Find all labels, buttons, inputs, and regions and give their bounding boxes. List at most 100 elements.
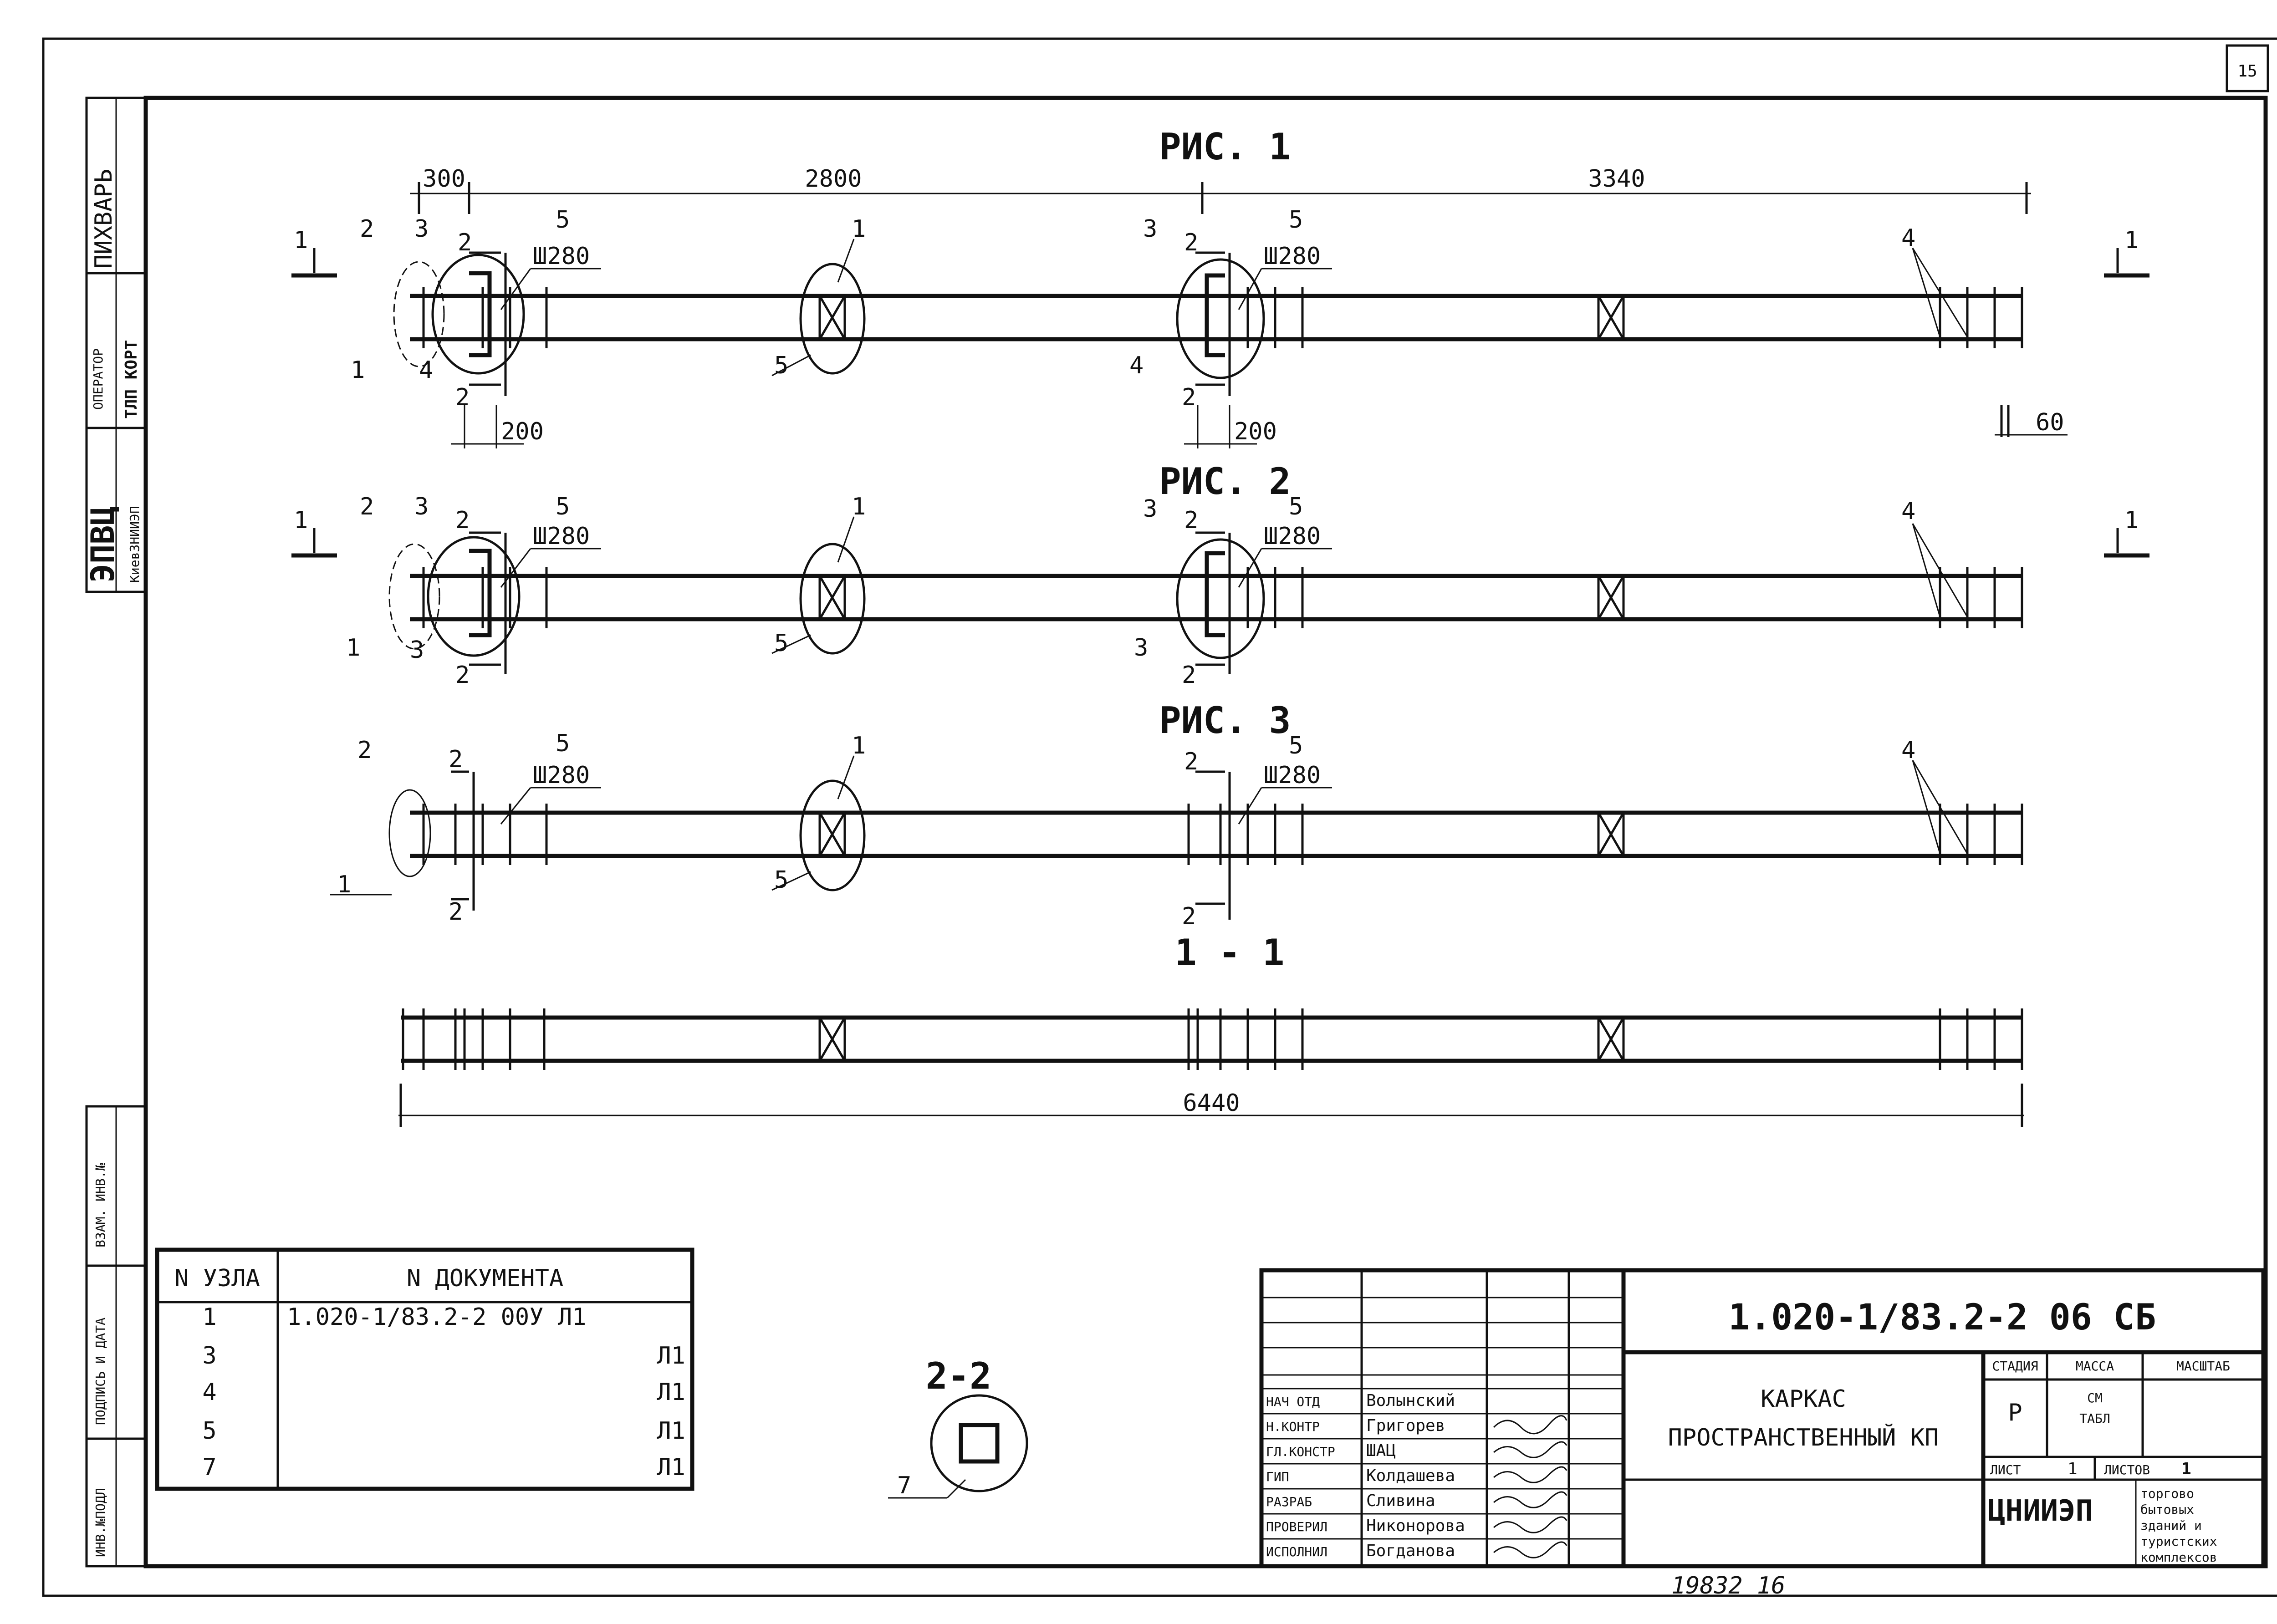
callout-5-mid-f2: 5 xyxy=(774,630,788,657)
nodes-table: N УЗЛА N ДОКУМЕНТА 1 1.020-1/83.2-2 00У … xyxy=(155,1247,694,1491)
sec2b-top-1: 2 xyxy=(1184,229,1198,256)
nodes-row-4-doc: Л1 xyxy=(657,1417,685,1445)
archive-label: ПИХВАРЬ xyxy=(90,169,117,269)
sec2b-bot-2: 2 xyxy=(1182,662,1196,689)
sec-arrow-left-1: 1 xyxy=(294,227,308,254)
fig3-title: РИС. 3 xyxy=(1159,699,1291,742)
inv-podl-label: ИНВ.№ПОДЛ xyxy=(93,1488,108,1557)
sig-role-7: ИСПОЛНИЛ xyxy=(1266,1544,1327,1559)
callout-4-end-f3: 4 xyxy=(1901,737,1915,764)
sec-arrow-right-2: 1 xyxy=(2124,507,2139,534)
callout-3-bot-f2: 3 xyxy=(410,636,424,664)
podpis-data-label: ПОДПИСЬ И ДАТА xyxy=(93,1318,108,1425)
callout-sh280-left: Ш280 xyxy=(533,243,590,270)
operator-name: ТЛП КОРТ xyxy=(122,340,141,419)
stage-value: Р xyxy=(2008,1399,2022,1426)
callout-1-left-f3: 1 xyxy=(337,871,351,898)
dim-2800: 2800 xyxy=(805,165,862,193)
callout-sh280-right-f2: Ш280 xyxy=(1264,523,1321,550)
section-1-1: 6440 xyxy=(398,1008,2024,1127)
sig-role-5: РАЗРАБ xyxy=(1266,1494,1312,1509)
figure-1: 300 2800 3340 xyxy=(291,165,2149,448)
section-1-1-title: 1 - 1 xyxy=(1175,932,1285,974)
org-main: ЭПВЦ xyxy=(84,506,122,583)
beam-verticals-3 xyxy=(422,804,2023,865)
callout-1-left: 1 xyxy=(351,356,365,384)
signature-scribbles xyxy=(1493,1415,1567,1558)
mass-value-1: СМ xyxy=(2087,1390,2103,1405)
callout-2-left: 2 xyxy=(360,215,374,243)
callout-5-right-f2: 5 xyxy=(1289,493,1303,520)
mass-value-2: ТАБЛ xyxy=(2079,1411,2110,1426)
callout-sh280-right-f3: Ш280 xyxy=(1264,762,1321,789)
vzam-inv-label: ВЗАМ. ИНВ.№ xyxy=(93,1163,108,1247)
callout-5-left-f2: 5 xyxy=(556,493,570,520)
callout-5-mid: 5 xyxy=(774,352,788,379)
stage-label: СТАДИЯ xyxy=(1992,1359,2038,1374)
sig-role-1: НАЧ ОТД xyxy=(1266,1394,1320,1409)
nodes-header-node: N УЗЛА xyxy=(174,1265,260,1292)
sheets-value: 1 xyxy=(2181,1460,2191,1478)
beam-verticals-s11 xyxy=(402,1008,2023,1070)
scale-label: МАСШТАБ xyxy=(2176,1359,2230,1374)
dim-200-right: 200 xyxy=(1234,418,1277,445)
callout-3-right-f2: 3 xyxy=(1143,495,1157,523)
callout-3-bot-right-f2: 3 xyxy=(1134,634,1148,662)
operator-title: ОПЕРАТОР xyxy=(91,348,106,410)
callout-5-left: 5 xyxy=(556,206,570,234)
org-desc-5: комплексов xyxy=(2140,1550,2217,1565)
callout-5-left-f3: 5 xyxy=(556,730,570,757)
callout-1-mid-f3: 1 xyxy=(852,732,866,759)
figure-2: 1 1 2 2 2 2 2 3 5 Ш280 1 3 1 5 3 5 Ш280 … xyxy=(291,493,2149,689)
sig-name-5: Сливина xyxy=(1366,1492,1435,1510)
nodes-row-5-node: 7 xyxy=(202,1454,216,1481)
sig-role-2: Н.КОНТР xyxy=(1266,1419,1320,1434)
nodes-row-1-node: 1 xyxy=(202,1303,216,1331)
callout-2-left-f2: 2 xyxy=(360,493,374,520)
mass-label: МАССА xyxy=(2076,1359,2114,1374)
callout-3-left-f2: 3 xyxy=(414,493,429,520)
doc-code: 1.020-1/83.2-2 06 СБ xyxy=(1728,1297,2156,1338)
sec2-bot-1: 2 xyxy=(455,384,470,411)
callout-sh280-right: Ш280 xyxy=(1264,243,1321,270)
fig1-title: РИС. 1 xyxy=(1159,126,1291,168)
sig-name-6: Никонорова xyxy=(1366,1517,1465,1535)
dim-3340: 3340 xyxy=(1588,165,1645,193)
dim-60: 60 xyxy=(2036,409,2064,436)
sig-name-3: ШАЦ xyxy=(1366,1441,1396,1460)
sec-arrow-left-2: 1 xyxy=(294,507,308,534)
sig-role-3: ГЛ.КОНСТР xyxy=(1266,1444,1335,1459)
nodes-row-3-node: 4 xyxy=(202,1379,216,1406)
title-line-1: КАРКАС xyxy=(1761,1385,1846,1413)
left-stamp-strip: ПИХВАРЬ ОПЕРАТОР ТЛП КОРТ ЭПВЦ КиевЗНИИЭ… xyxy=(84,97,147,1568)
nodes-row-3-doc: Л1 xyxy=(657,1379,685,1406)
sig-name-7: Богданова xyxy=(1366,1542,1455,1560)
sig-role-6: ПРОВЕРИЛ xyxy=(1266,1519,1327,1534)
sig-role-4: ГИП xyxy=(1266,1469,1289,1484)
title-line-2: ПРОСТРАНСТВЕННЫЙ КП xyxy=(1668,1424,1939,1451)
sec2-top-2: 2 xyxy=(455,507,470,534)
sec2b-top-2: 2 xyxy=(1184,507,1198,534)
org-name: ЦНИИЭП xyxy=(1988,1494,2093,1528)
sec2-bot-3: 2 xyxy=(449,898,463,926)
title-block: НАЧ ОТД Волынский Н.КОНТР Григорев ГЛ.КО… xyxy=(1259,1268,2266,1568)
callout-5-right-f3: 5 xyxy=(1289,732,1303,759)
sec2-bot-2: 2 xyxy=(455,662,470,689)
callout-4-end: 4 xyxy=(1901,224,1915,252)
org-desc-2: бытовых xyxy=(2140,1502,2194,1517)
callout-sh280-left-f2: Ш280 xyxy=(533,523,590,550)
nodes-row-1-doc: 1.020-1/83.2-2 00У Л1 xyxy=(287,1303,586,1331)
sec2b-bot-1: 2 xyxy=(1182,384,1196,411)
dim-200-left: 200 xyxy=(501,418,544,445)
sec2-top-3: 2 xyxy=(449,746,463,773)
nodes-row-2-doc: Л1 xyxy=(657,1342,685,1369)
callout-2-left-f3: 2 xyxy=(357,737,372,764)
callout-5-right: 5 xyxy=(1289,206,1303,234)
sig-name-1: Волынский xyxy=(1366,1391,1455,1410)
figure-3: 2 2 2 2 2 5 Ш280 1 1 5 5 Ш280 4 xyxy=(330,730,2023,930)
callout-1-mid-f2: 1 xyxy=(852,493,866,520)
nodes-row-2-node: 3 xyxy=(202,1342,216,1369)
section-2-2-title: 2-2 xyxy=(926,1355,992,1397)
footer-number: 19832 16 xyxy=(1671,1572,1785,1599)
